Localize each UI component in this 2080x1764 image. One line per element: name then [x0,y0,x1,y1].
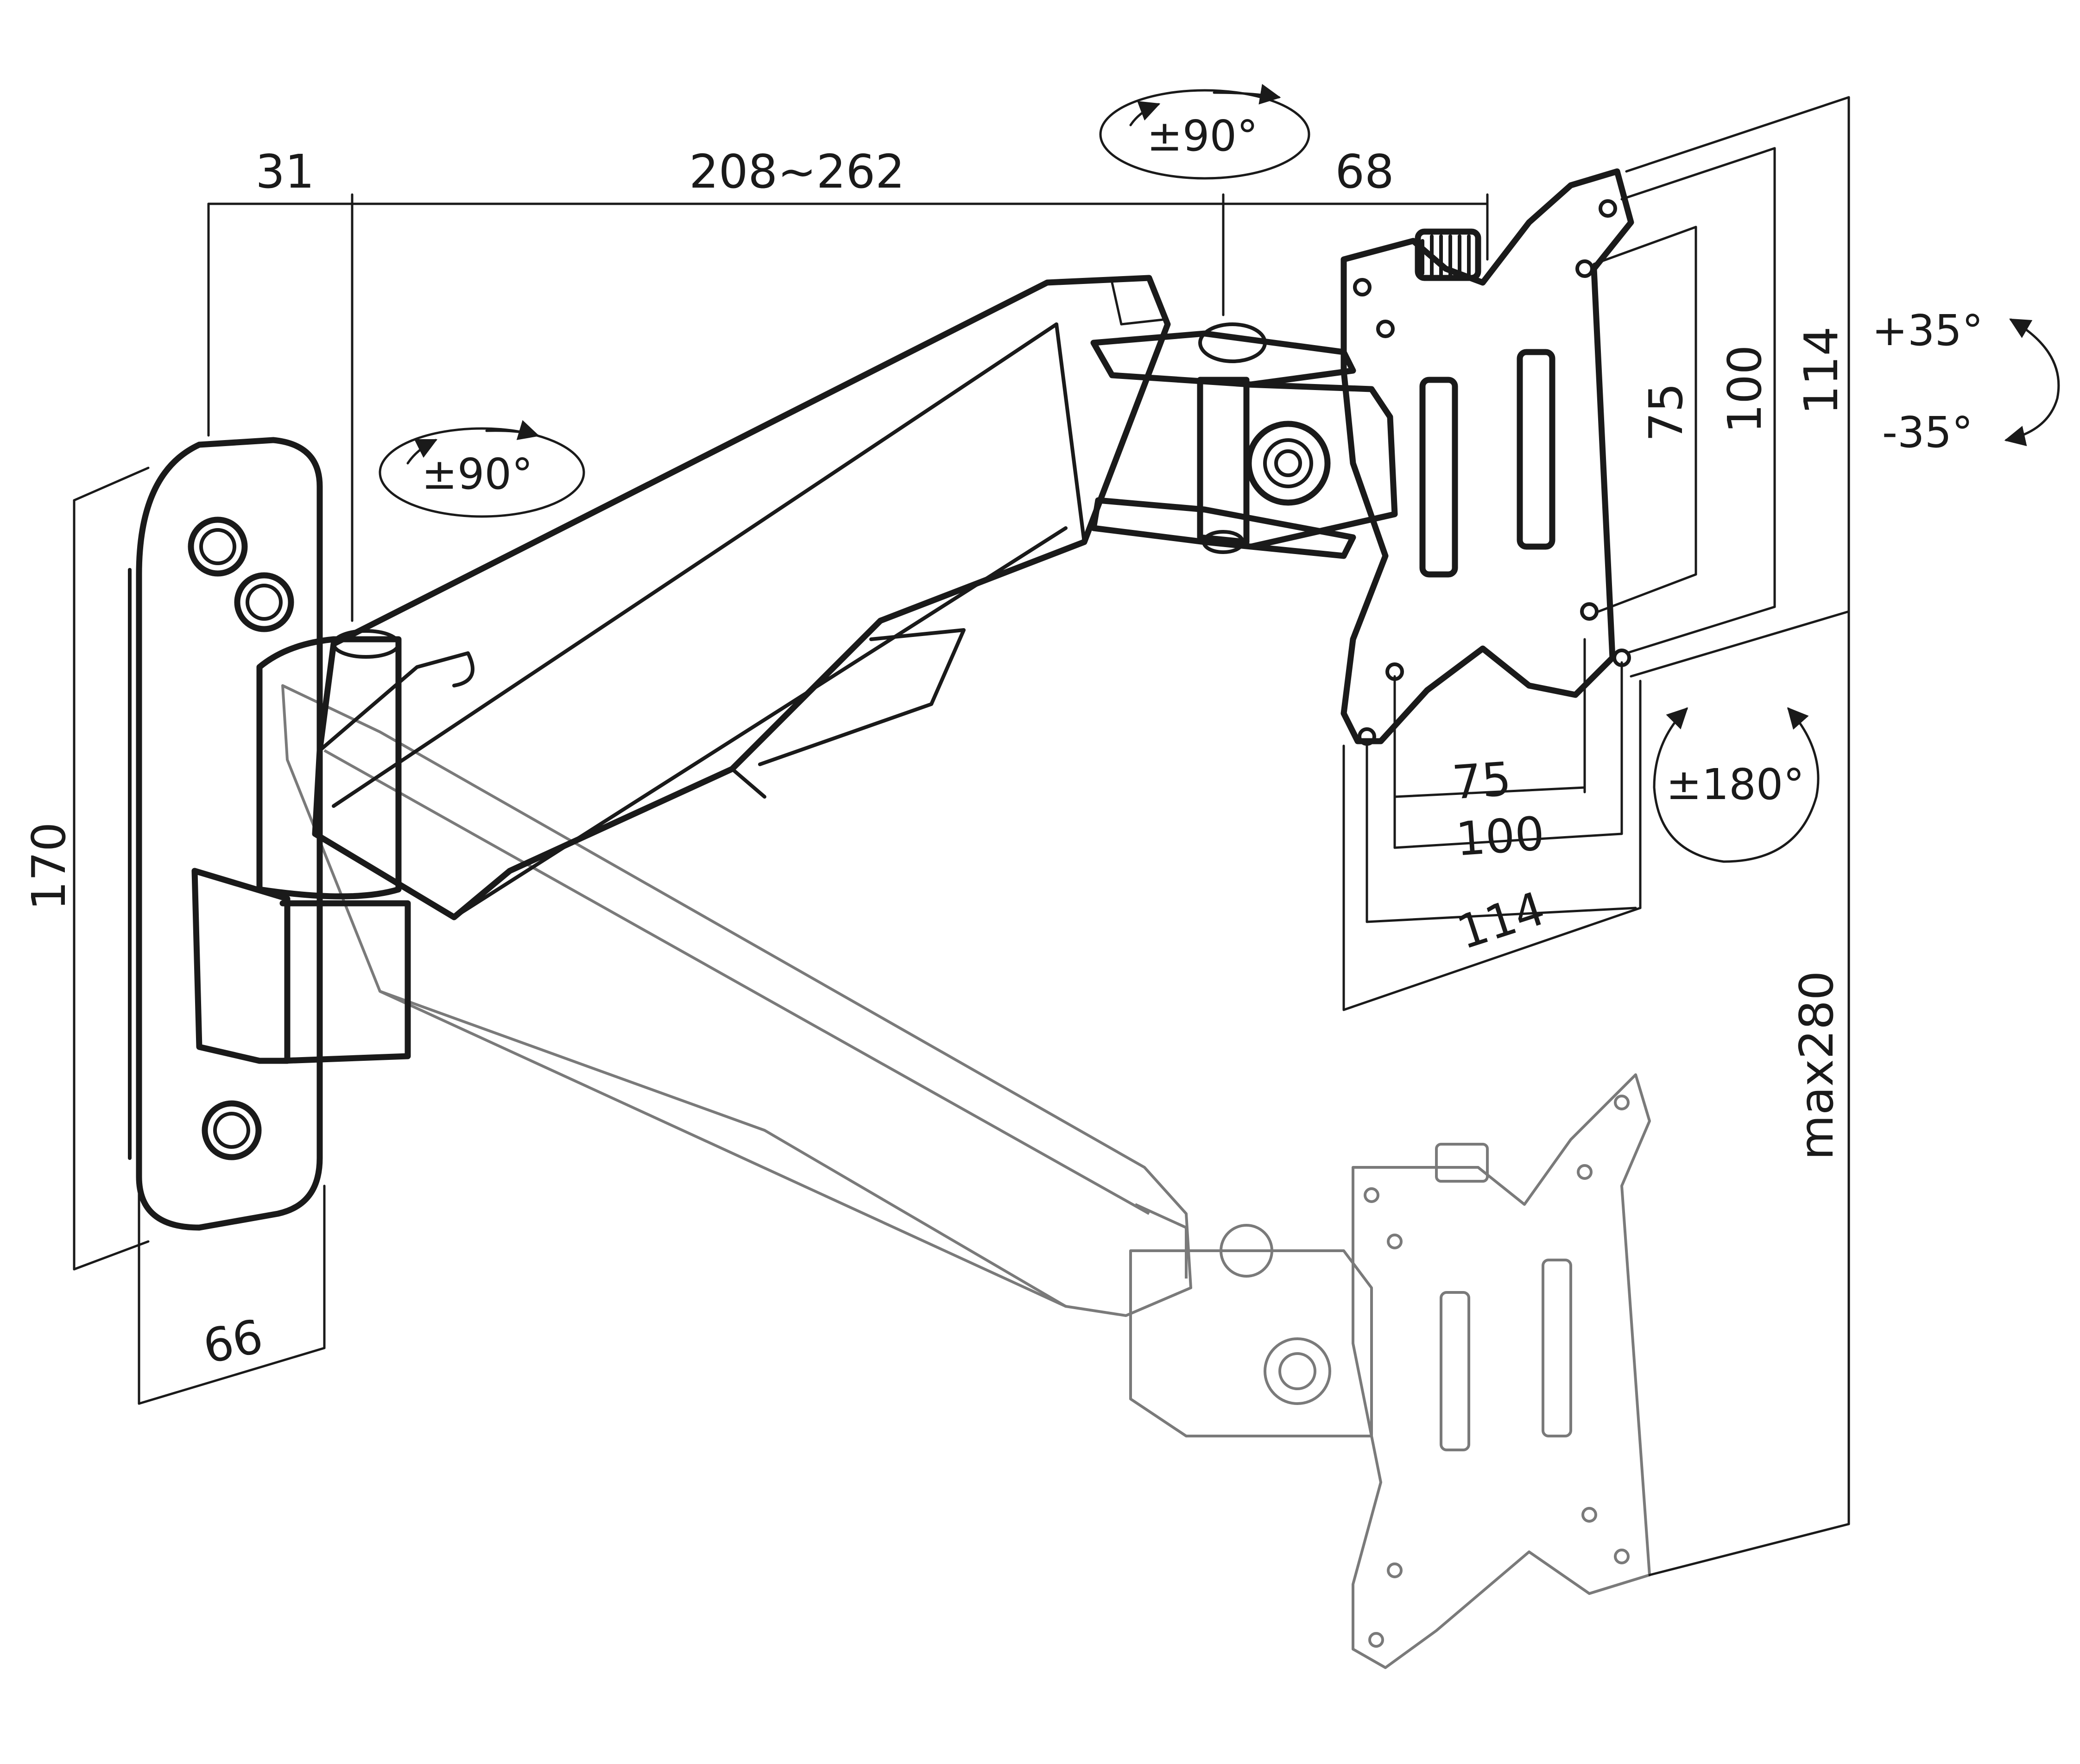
dimension-labels: 31 208~262 68 170 66 75 100 114 75 100 1… [22,145,1848,1374]
vesa-plate [1340,168,1634,746]
screen-rotation-label: ±180° [1666,760,1805,809]
height-range-label: max280 [1789,971,1844,1160]
head-offset-label: 68 [1335,145,1394,199]
vesa-v-medium-label: 100 [1718,345,1772,434]
rotation-indicators [379,84,2060,863]
rotation-labels: ±90° ±90° +35° -35° ±180° [422,111,1983,809]
dimension-lines [73,96,1850,1576]
wall-offset-label: 31 [255,145,314,199]
arm-upper-position [256,275,1171,920]
arm-length-label: 208~262 [689,145,905,199]
plate-width-label: 66 [198,1309,267,1374]
tilt-down-label: -35° [1882,408,1973,457]
vesa-h-small-label: 75 [1450,752,1513,810]
head-swivel [1090,322,1398,559]
tilt-up-label: +35° [1872,306,1983,355]
plate-height-label: 170 [22,822,76,911]
vesa-v-small-label: 75 [1639,383,1693,441]
wall-plate [128,437,411,1231]
vesa-h-large-label: 114 [1450,881,1551,960]
arm-lowered-position [281,684,1651,1669]
arm-swivel-label: ±90° [422,449,533,499]
head-swivel-label: ±90° [1147,111,1258,161]
vesa-v-large-label: 114 [1794,327,1848,415]
vesa-h-medium-label: 100 [1454,806,1546,867]
